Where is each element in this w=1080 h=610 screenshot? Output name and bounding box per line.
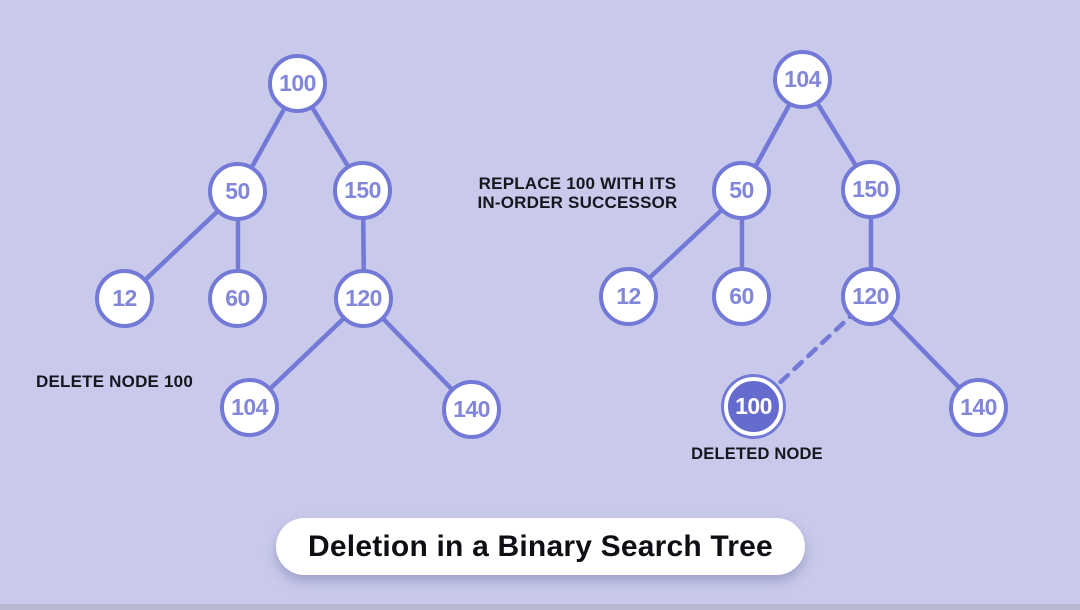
node-value: 104: [231, 394, 268, 420]
right-tree-caption-line1: REPLACE 100 WITH ITS: [478, 174, 677, 193]
right-tree-node-12: 12: [599, 267, 658, 326]
node-value: 120: [852, 283, 889, 309]
right-tree-node-104: 104: [773, 50, 832, 109]
right-tree-node-120: 120: [841, 267, 900, 326]
node-value: 50: [729, 177, 754, 203]
left-tree-edges: [122, 81, 475, 413]
left-tree-node-50: 50: [208, 162, 267, 221]
right-tree-edges: [626, 77, 982, 411]
node-value: 104: [784, 66, 821, 92]
node-value: 50: [225, 178, 250, 204]
node-value: 150: [852, 176, 889, 202]
right-tree-deleted-node-100: 100: [724, 377, 783, 436]
node-value: 12: [616, 283, 641, 309]
left-tree-node-120: 120: [334, 269, 393, 328]
node-value: 120: [345, 285, 382, 311]
page-title: Deletion in a Binary Search Tree: [308, 529, 773, 563]
left-tree-node-12: 12: [95, 269, 154, 328]
left-tree-caption: DELETE NODE 100: [36, 372, 193, 391]
node-value: 60: [729, 283, 754, 309]
right-tree-node-50: 50: [712, 161, 771, 220]
left-tree-node-60: 60: [208, 269, 267, 328]
node-value: 100: [735, 393, 772, 419]
node-value: 12: [112, 285, 137, 311]
right-tree-caption-line2: IN-ORDER SUCCESSOR: [477, 193, 678, 213]
right-tree-node-150: 150: [841, 160, 900, 219]
left-tree-node-150: 150: [333, 161, 392, 220]
node-value: 60: [225, 285, 250, 311]
right-tree-node-60: 60: [712, 267, 771, 326]
right-tree-node-140: 140: [949, 378, 1008, 437]
node-value: 140: [960, 394, 997, 420]
left-tree-node-140: 140: [442, 380, 501, 439]
node-value: 100: [279, 70, 316, 96]
right-tree-caption: REPLACE 100 WITH ITS IN-ORDER SUCCESSOR: [460, 174, 695, 212]
left-tree-node-104: 104: [220, 378, 279, 437]
node-value: 150: [344, 177, 381, 203]
deleted-node-caption: DELETED NODE: [691, 445, 823, 463]
bottom-edge-strip: [0, 604, 1080, 610]
title-pill: Deletion in a Binary Search Tree: [276, 518, 805, 575]
left-tree-node-100: 100: [268, 54, 327, 113]
node-value: 140: [453, 396, 490, 422]
